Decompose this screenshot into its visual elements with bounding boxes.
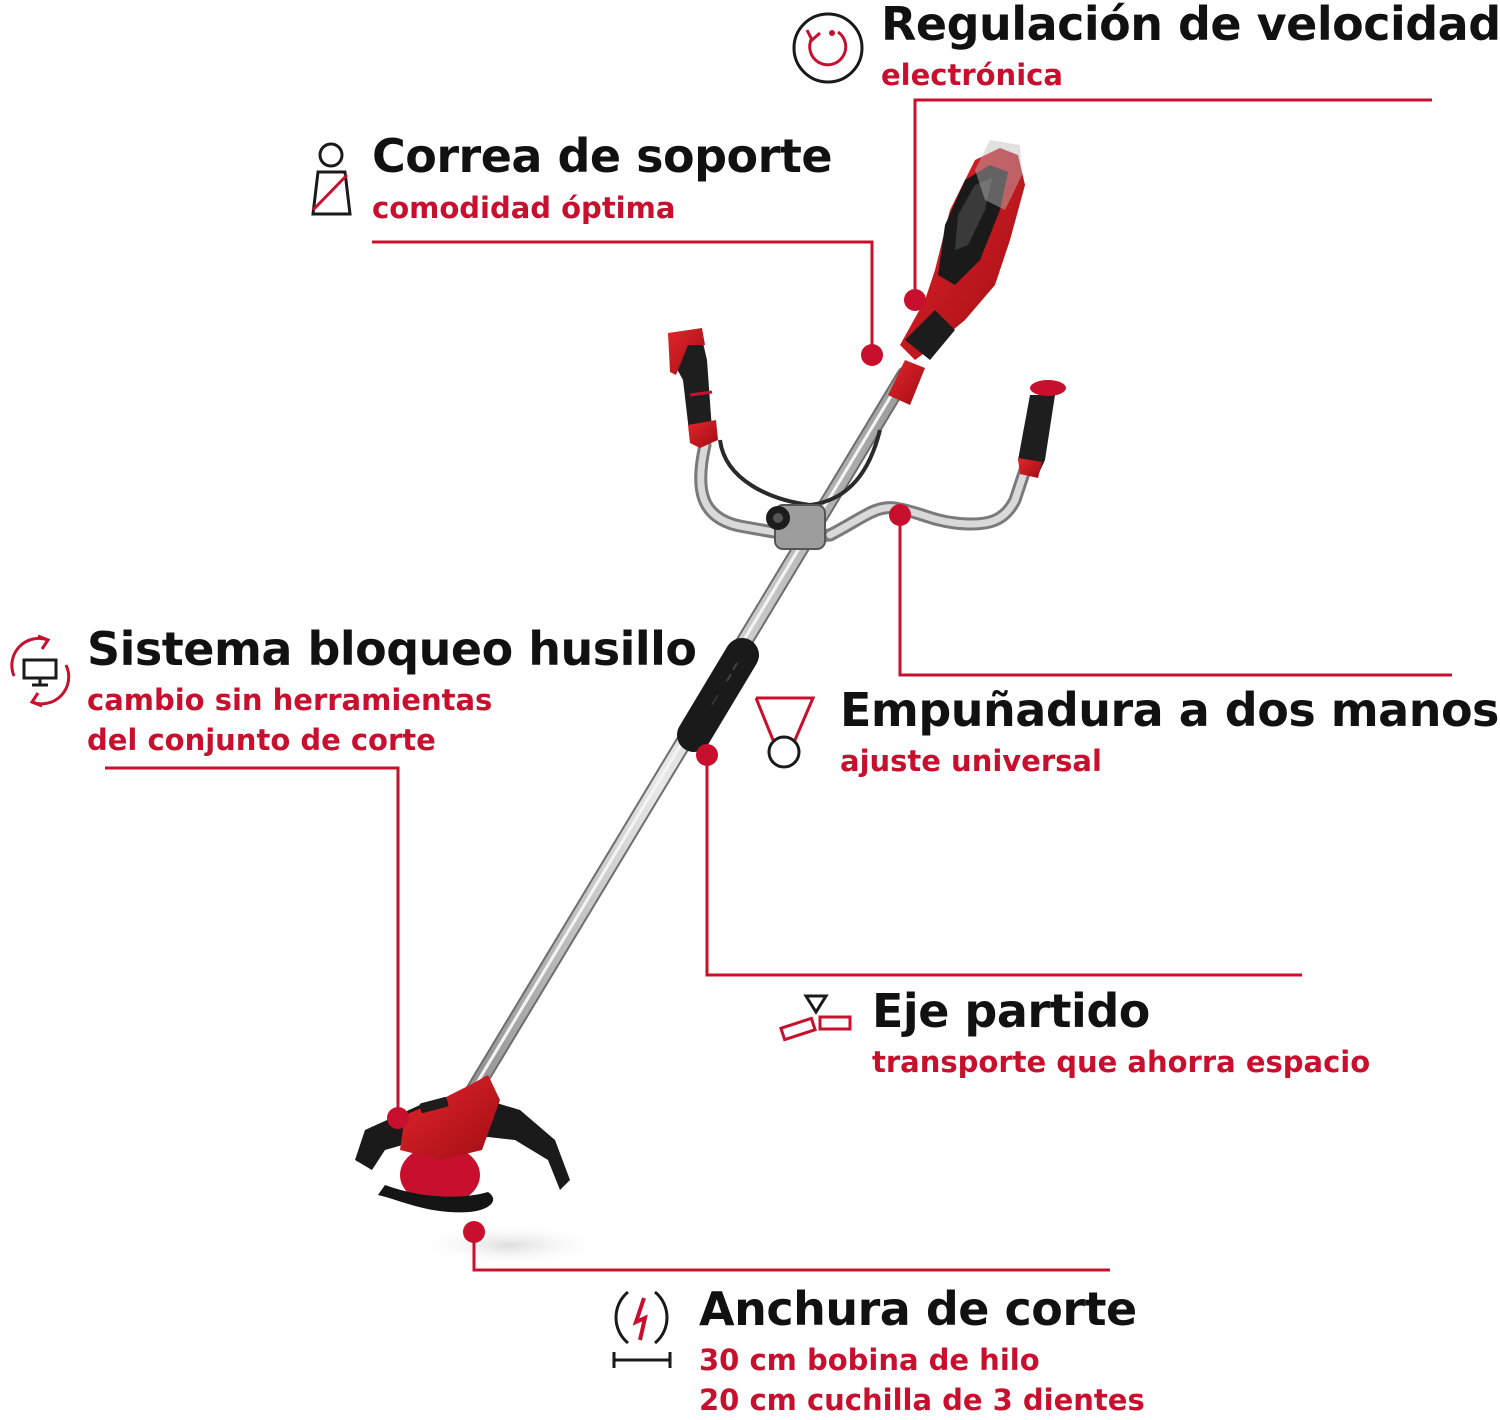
dot-speed	[904, 289, 926, 311]
spindle-subtitle-line2: del conjunto de corte	[87, 723, 436, 757]
cut-subtitle-line2: 20 cm cuchilla de 3 dientes	[699, 1383, 1145, 1417]
leader-speed	[913, 98, 1432, 300]
speed-subtitle: electrónica	[881, 58, 1063, 92]
left-grip	[668, 328, 718, 448]
ground-shadow	[415, 1223, 605, 1267]
leader-cut	[472, 1232, 1110, 1272]
shaft-subtitle: transporte que ahorra espacio	[872, 1045, 1371, 1079]
strap-subtitle: comodidad óptima	[372, 191, 676, 225]
handle-subtitle: ajuste universal	[840, 744, 1102, 778]
bike-handle	[694, 429, 1032, 550]
spindle-lock-icon	[10, 634, 71, 708]
cut-subtitle-line1: 30 cm bobina de hilo	[699, 1343, 1040, 1377]
dot-shaft	[696, 744, 718, 766]
carrying-strap-icon	[311, 142, 352, 216]
leader-handle	[898, 515, 1452, 677]
leader-shaft	[705, 755, 1302, 977]
right-grip	[1018, 380, 1066, 478]
shaft-title: Eje partido	[872, 984, 1150, 1038]
leader-spindle	[105, 766, 400, 1118]
spindle-subtitle-line1: cambio sin herramientas	[87, 683, 493, 717]
cutting-width-icon	[612, 1290, 672, 1368]
strap-title: Correa de soporte	[372, 129, 833, 183]
cut-title: Anchura de corte	[699, 1282, 1137, 1336]
speed-regulation-icon	[792, 12, 864, 84]
two-hand-handle-icon	[754, 696, 816, 769]
dot-spindle	[387, 1107, 409, 1129]
spindle-title: Sistema bloqueo husillo	[87, 622, 697, 676]
split-shaft-icon	[779, 994, 852, 1042]
shaft-coupling	[677, 638, 759, 752]
motor-housing	[888, 140, 1025, 405]
dot-handle	[889, 504, 911, 526]
callout-dots	[387, 289, 926, 1243]
leader-strap	[372, 240, 874, 355]
handle-title: Empuñadura a dos manos	[840, 683, 1499, 737]
trimmer-head	[355, 1075, 570, 1213]
dot-strap	[861, 344, 883, 366]
speed-title: Regulación de velocidad	[881, 0, 1500, 51]
dot-cut	[463, 1221, 485, 1243]
leader-lines	[105, 98, 1452, 1272]
